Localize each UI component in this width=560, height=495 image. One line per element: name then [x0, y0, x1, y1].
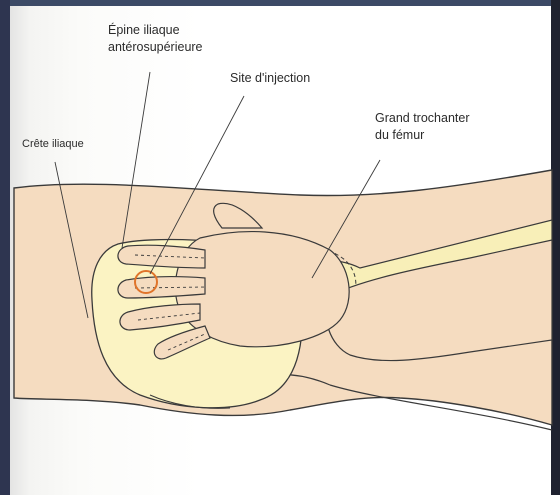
label-greater-trochanter: Grand trochanter du fémur — [375, 110, 470, 144]
label-spine-line-1: Épine iliaque — [108, 22, 203, 39]
label-trochanter-line-2: du fémur — [375, 127, 470, 144]
label-injection-site: Site d'injection — [230, 70, 310, 87]
left-edge-bar — [0, 0, 10, 495]
top-edge-bar — [0, 0, 560, 6]
label-trochanter-line-1: Grand trochanter — [375, 110, 470, 127]
label-anterior-superior-iliac-spine: Épine iliaque antérosupérieure — [108, 22, 203, 56]
label-spine-line-2: antérosupérieure — [108, 39, 203, 56]
label-iliac-crest: Crête iliaque — [22, 136, 84, 153]
index-finger — [118, 245, 205, 268]
